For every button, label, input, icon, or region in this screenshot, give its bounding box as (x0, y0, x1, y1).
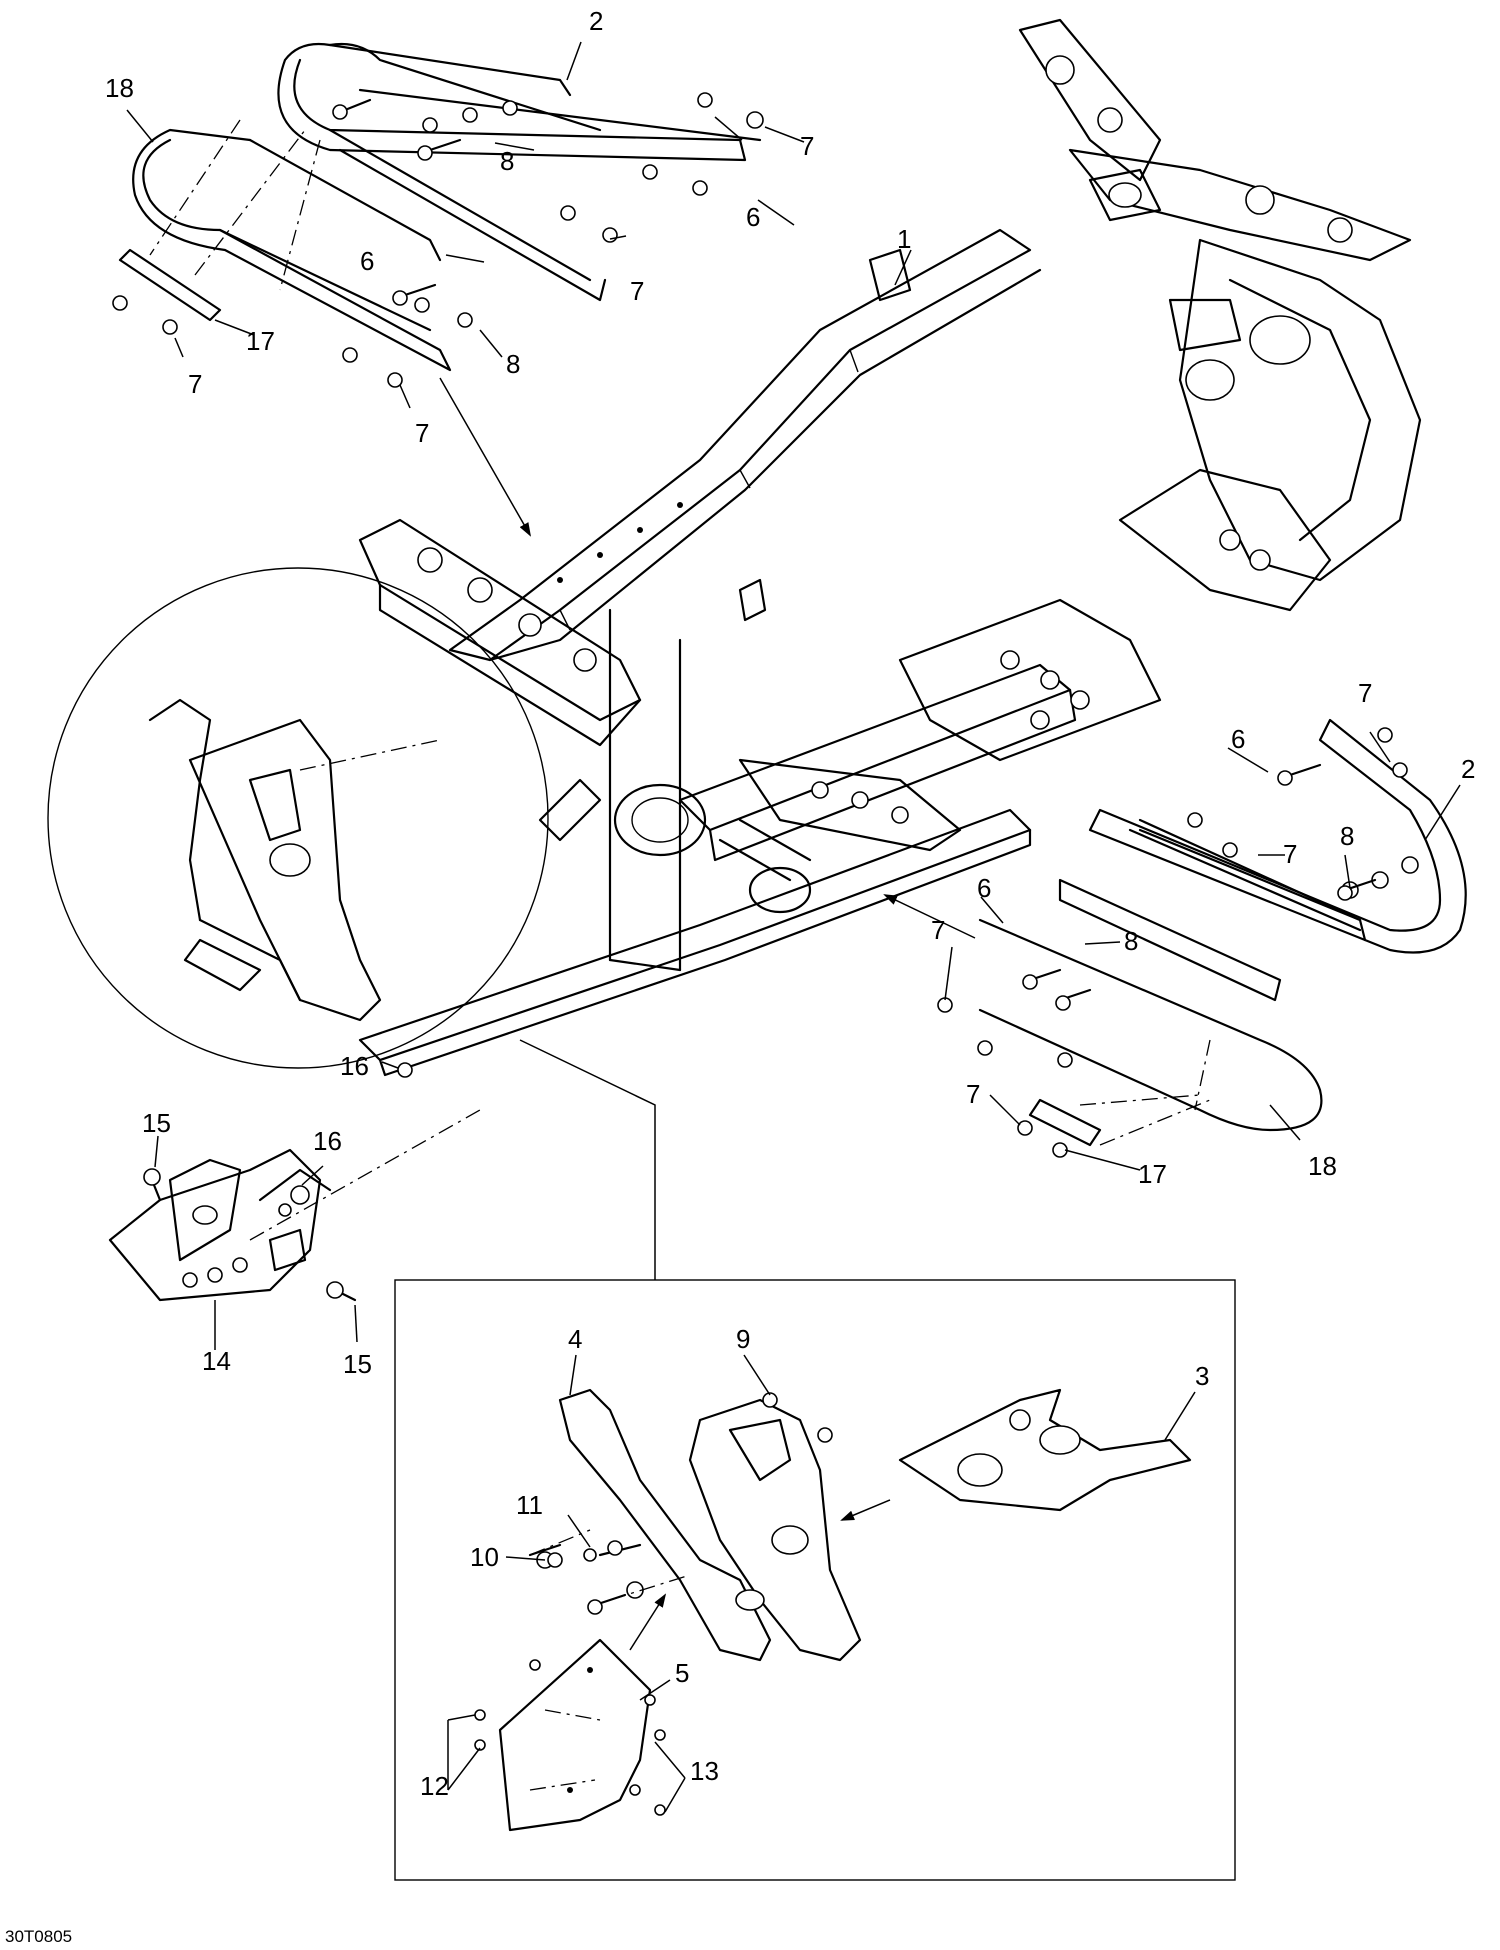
rear-footrest-bumper-right (1088, 718, 1467, 954)
callout-17-right: 17 (1138, 1159, 1167, 1189)
callout-16-lower: 16 (313, 1126, 342, 1156)
callout-7-right-a: 7 (1358, 678, 1372, 708)
fasteners (112, 92, 1408, 1816)
inset-connector-line (519, 1039, 656, 1280)
callout-4: 4 (568, 1324, 582, 1354)
rear-footrest-loop-left (118, 128, 452, 372)
callout-1: 1 (897, 224, 911, 254)
callout-17-top-left: 17 (246, 326, 275, 356)
callout-15-bottom: 15 (343, 1349, 372, 1379)
callout-8-right-lower: 8 (1124, 926, 1138, 956)
callout-2-right: 2 (1461, 754, 1475, 784)
callout-5: 5 (675, 1658, 689, 1688)
main-frame (358, 18, 1422, 1077)
callout-2-top: 2 (589, 6, 603, 36)
callout-3: 3 (1195, 1361, 1209, 1391)
detail-circle (47, 567, 549, 1069)
callout-7-right-d: 7 (966, 1079, 980, 1109)
rear-footrest-loop-right (978, 818, 1367, 1147)
callout-7-top-mid: 7 (630, 276, 644, 306)
callout-6-top-right: 6 (746, 202, 760, 232)
callout-8-top-left: 8 (506, 349, 520, 379)
callout-labels: 1 2 2 3 4 5 6 6 6 6 7 7 7 7 7 7 7 7 8 8 … (105, 6, 1475, 1801)
callout-15-top: 15 (142, 1108, 171, 1138)
callout-12: 12 (420, 1771, 449, 1801)
callout-11: 11 (516, 1490, 543, 1520)
callout-6-right-upper: 6 (1231, 724, 1245, 754)
callout-9: 9 (736, 1324, 750, 1354)
callout-13: 13 (690, 1756, 719, 1786)
callout-14: 14 (202, 1346, 231, 1376)
alignment-lines (149, 119, 1211, 1791)
inset-box (394, 1279, 1236, 1881)
callout-8-top-right: 8 (500, 146, 514, 176)
callout-18-right: 18 (1308, 1151, 1337, 1181)
callout-7-top-right: 7 (800, 131, 814, 161)
callout-7-right-c: 7 (931, 915, 945, 945)
drawing-code: 30T0805 (5, 1927, 72, 1946)
callout-7-left-b: 7 (415, 418, 429, 448)
rear-bracket-14 (108, 1148, 332, 1302)
callout-7-left-a: 7 (188, 369, 202, 399)
rear-footrest-bumper-left (277, 42, 762, 302)
callout-8-right-upper: 8 (1340, 821, 1354, 851)
callout-16-upper: 16 (340, 1051, 369, 1081)
callout-10: 10 (470, 1542, 499, 1572)
callout-7-right-b: 7 (1283, 839, 1297, 869)
callout-6-right-lower: 6 (977, 873, 991, 903)
leader-lines (126, 41, 1461, 1813)
callout-6-top-left: 6 (360, 246, 374, 276)
callout-18-top-left: 18 (105, 73, 134, 103)
assembly-arrows (439, 377, 976, 1651)
